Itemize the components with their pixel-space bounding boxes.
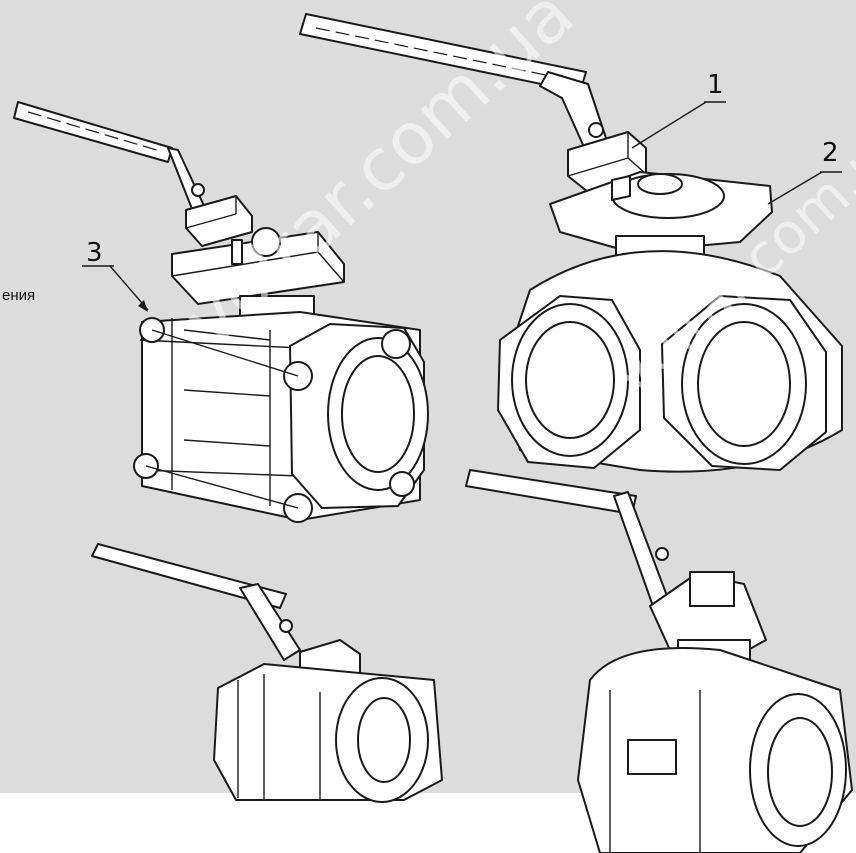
valve-d-handle — [465, 469, 637, 515]
callout-label-2: 2 — [822, 138, 839, 168]
three-piece-ball-valve — [13, 101, 429, 523]
valve-c-handle — [91, 543, 287, 609]
cropped-side-text: ения — [2, 287, 36, 304]
valve-b-handle — [299, 13, 587, 93]
callout-label-3: 3 — [86, 238, 103, 268]
two-piece-ball-valve — [465, 469, 853, 853]
compact-ball-valve — [91, 543, 443, 803]
three-way-ball-valve — [299, 13, 843, 473]
callout-label-1: 1 — [707, 70, 724, 100]
